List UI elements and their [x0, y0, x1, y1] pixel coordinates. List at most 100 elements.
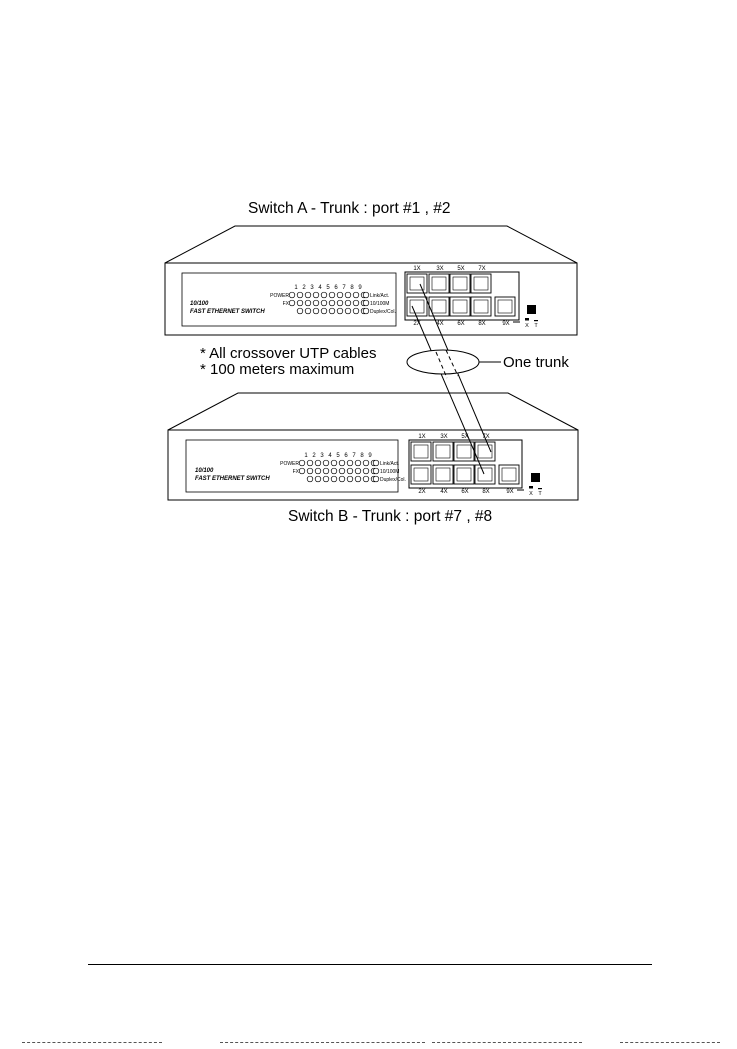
led-indicator	[296, 307, 304, 315]
switch-a-top	[164, 225, 578, 264]
led-number: 7	[342, 285, 346, 291]
switch-a-leds	[288, 291, 370, 315]
led-indicator	[338, 475, 346, 483]
led-indicator	[320, 291, 328, 299]
led-indicator	[306, 459, 314, 467]
switch-a-mdi-button	[527, 305, 536, 314]
led-indicator	[306, 467, 314, 475]
led-number: 4	[318, 285, 322, 291]
ethernet-port	[406, 296, 428, 317]
ethernet-port	[410, 441, 432, 462]
led-indicator	[372, 467, 380, 475]
led-indicator	[344, 291, 352, 299]
led-indicator	[320, 307, 328, 315]
led-indicator	[314, 467, 322, 475]
ethernet-port-jack	[431, 276, 447, 291]
led-indicator	[338, 467, 346, 475]
port-label: 9X	[506, 489, 513, 495]
led-indicator	[338, 459, 346, 467]
switch-b-mdi-button	[531, 473, 540, 482]
ethernet-port-jack	[435, 467, 451, 482]
led-indicator	[328, 291, 336, 299]
led-indicator	[328, 307, 336, 315]
ethernet-port-jack	[435, 444, 451, 459]
led-number: 3	[310, 285, 314, 291]
led-indicator	[322, 459, 330, 467]
ethernet-port	[474, 464, 496, 485]
led-number: 1	[304, 453, 308, 459]
led-number: 6	[334, 285, 338, 291]
ethernet-port-jack	[497, 299, 513, 314]
port-label: 1X	[413, 266, 420, 272]
led-indicator	[346, 467, 354, 475]
link-act-label: Link/Act.	[380, 461, 399, 467]
led-indicator	[330, 459, 338, 467]
led-number: 6	[344, 453, 348, 459]
led-indicator	[362, 467, 370, 475]
led-number: 7	[352, 453, 356, 459]
led-indicator	[346, 459, 354, 467]
led-indicator	[330, 467, 338, 475]
switch-b-led-numbers: 1 2 3 4 5 6 7 8 9	[304, 453, 372, 459]
led-indicator	[306, 475, 314, 483]
switch-a-model-line2: FAST ETHERNET SWITCH	[190, 309, 265, 315]
switch-b: 10/100 FAST ETHERNET SWITCH 1 2 3 4 5 6 …	[167, 392, 579, 501]
led-number: 8	[350, 285, 354, 291]
led-indicator	[354, 467, 362, 475]
switch-a-x-label: X	[525, 323, 529, 329]
ethernet-port-jack	[409, 276, 425, 291]
led-indicator	[362, 291, 370, 299]
ethernet-port	[449, 273, 471, 294]
port-label: 5X	[457, 266, 464, 272]
led-indicator	[298, 467, 306, 475]
switch-a-port-labels: 1X 3X 5X 7X 2X 4X 6X 8X 9X	[413, 266, 509, 327]
port-label: 2X	[413, 321, 420, 327]
port-label: 3X	[436, 266, 443, 272]
led-number: 5	[326, 285, 330, 291]
port-label: 3X	[440, 434, 447, 440]
link-act-label: Link/Act.	[370, 293, 389, 299]
power-label: POWER	[280, 461, 299, 467]
ethernet-port	[432, 441, 454, 462]
led-indicator	[362, 307, 370, 315]
trunk-ellipse	[406, 349, 480, 375]
one-trunk-label: One trunk	[503, 354, 569, 371]
switch-b-t-label: T	[538, 491, 542, 497]
switch-a-led-numbers: 1 2 3 4 5 6 7 8 9	[294, 285, 362, 291]
led-indicator	[296, 291, 304, 299]
led-indicator	[336, 299, 344, 307]
bottom-dash	[220, 1042, 425, 1043]
ethernet-port	[410, 464, 432, 485]
ethernet-port-jack	[452, 276, 468, 291]
switch-b-title: Switch B - Trunk : port #7 , #8	[288, 508, 493, 525]
switch-b-model-line1: 10/100	[195, 468, 214, 474]
port-label: 6X	[461, 489, 468, 495]
switch-a-model-line1: 10/100	[190, 301, 209, 307]
switch-b-leds	[298, 459, 380, 483]
ethernet-port-jack	[409, 299, 425, 314]
port-label: 6X	[457, 321, 464, 327]
duplex-label: Duplex/Col.	[380, 477, 406, 483]
led-indicator	[320, 299, 328, 307]
led-indicator	[362, 475, 370, 483]
power-label: POWER	[270, 293, 289, 299]
port-label: 7X	[478, 266, 485, 272]
port-label: 1X	[418, 434, 425, 440]
led-indicator	[372, 475, 380, 483]
ethernet-port	[474, 441, 496, 462]
led-indicator	[362, 459, 370, 467]
led-number: 1	[294, 285, 298, 291]
speed-label: 10/100M	[370, 301, 389, 307]
switch-b-mdi-tick-x	[529, 486, 533, 489]
led-indicator	[312, 299, 320, 307]
ethernet-port-jack	[413, 467, 429, 482]
switch-a: 10/100 FAST ETHERNET SWITCH 1 2 3 4 5 6 …	[164, 225, 578, 336]
led-indicator	[328, 299, 336, 307]
led-indicator	[322, 467, 330, 475]
ethernet-port	[494, 296, 516, 317]
port-label: 7X	[482, 434, 489, 440]
switch-a-t-label: T	[534, 323, 538, 329]
led-indicator	[352, 299, 360, 307]
port-label: 8X	[478, 321, 485, 327]
led-indicator	[344, 307, 352, 315]
